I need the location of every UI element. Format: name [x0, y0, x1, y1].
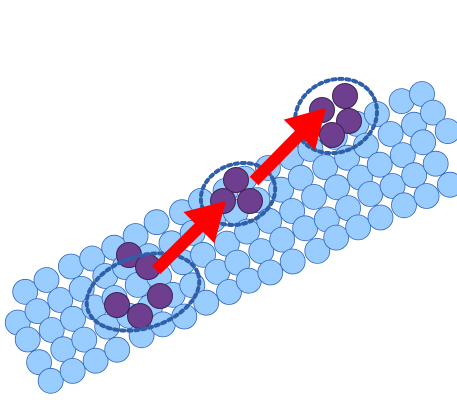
light-particle: [414, 184, 439, 209]
light-particle: [15, 327, 40, 352]
light-particle: [60, 358, 85, 383]
cluster-particle: [105, 293, 130, 318]
light-particle: [83, 348, 108, 373]
light-particle: [411, 130, 436, 155]
light-particle: [346, 215, 371, 240]
cluster-particle: [333, 84, 358, 109]
light-particle: [258, 260, 283, 285]
light-particle: [392, 193, 417, 218]
light-particle: [270, 227, 295, 252]
light-particle: [144, 210, 169, 235]
light-particle: [423, 151, 448, 176]
light-particle: [435, 119, 457, 144]
cluster-particle: [320, 123, 345, 148]
light-particle: [367, 152, 392, 177]
cluster-particle: [128, 304, 153, 329]
light-particle: [280, 249, 305, 274]
light-particle: [368, 205, 393, 230]
light-particle: [38, 368, 63, 393]
cluster-particle: [148, 284, 173, 309]
light-particle: [302, 184, 327, 209]
light-particle: [293, 216, 318, 241]
cluster-particle: [238, 189, 263, 214]
light-particle: [358, 182, 383, 207]
light-particle: [105, 337, 130, 362]
light-particle: [324, 225, 349, 250]
